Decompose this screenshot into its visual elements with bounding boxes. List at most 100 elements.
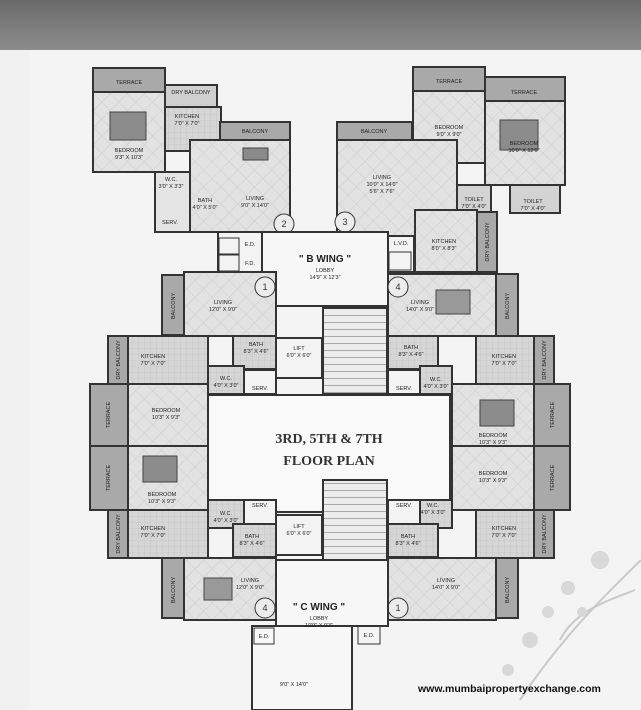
label-serv: SERV. [252,503,268,509]
c-wing-lobby-dim: 10'9" X 9'3" [305,623,333,629]
label-balcony: BALCONY [242,129,269,135]
label-balcony: BALCONY [171,293,177,320]
b-wing-name: " B WING " [299,254,352,265]
bed-icon [109,111,147,141]
dim-entrance: 9'0" X 14'0" [280,682,308,688]
rug-icon [203,577,233,601]
label-terrace: TERRACE [106,402,112,429]
label-balcony: BALCONY [505,577,511,604]
dim-bath: 8'3" X 4'6" [244,349,269,355]
label-living: LIVING [437,578,455,584]
label-terrace: TERRACE [436,79,463,85]
label-wc: W.C. [220,376,232,382]
label-bath: BATH [404,345,418,351]
flat-right-1 [387,445,571,621]
label-bedroom: BEDROOM [115,148,144,154]
label-bedroom: BEDROOM [435,125,464,131]
label-bedroom: BEDROOM [479,433,508,439]
label-terrace: TERRACE [116,80,143,86]
flat-number-4: 4 [395,282,400,292]
label-ed: E.D. [259,634,270,640]
dim-wc: 3'0" X 3'3" [159,184,184,190]
dim-kitchen: 7'0" X 7'0" [492,533,517,539]
label-balcony: BALCONY [361,129,388,135]
label-living: LIVING [246,196,264,202]
label-bath: BATH [245,534,259,540]
c-wing-lobby [275,559,389,627]
dim-wc: 4'0" X 3'0" [424,384,449,390]
label-dry-balcony: DRY BALCONY [171,90,211,96]
dim-wc: 4'0" X 3'0" [214,518,239,524]
plan-title-line1: 3RD, 5TH & 7TH [275,432,382,447]
label-bedroom: BEDROOM [479,471,508,477]
label-terrace: TERRACE [511,90,538,96]
label-terrace: TERRACE [550,465,556,492]
label-bath: BATH [249,342,263,348]
dim-living-alt: 5'6" X 7'6" [370,189,395,195]
dim-living: 14'0" X 9'0" [432,585,460,591]
label-lift: LIFT [293,346,305,352]
dim-living: 12'0" X 9'0" [209,307,237,313]
dim-bedroom: 10'3" X 9'3" [479,440,507,446]
dim-lift: 6'0" X 6'0" [287,531,312,537]
b-wing-lobby [261,231,389,307]
label-kitchen: KITCHEN [141,354,165,360]
label-terrace: TERRACE [106,465,112,492]
flat-b3 [336,66,566,273]
dim-kitchen: 7'0" X 7'0" [141,533,166,539]
label-lift: LIFT [293,524,305,530]
dim-kitchen: 7'0" X 7'0" [492,361,517,367]
label-living: LIVING [241,578,259,584]
label-bedroom: BEDROOM [148,492,177,498]
dim-bath: 4'0" X 5'0" [193,205,218,211]
label-terrace: TERRACE [550,402,556,429]
dim-toilet: 7'0" X 4'0" [462,204,487,210]
flat-right-4 [387,273,571,447]
dim-bedroom: 10'3" X 9'3" [152,415,180,421]
flat-number-1: 1 [395,603,400,613]
dim-kitchen: 7'0" X 7'0" [141,361,166,367]
label-bedroom: BEDROOM [510,141,539,147]
dim-toilet: 7'0" X 4'0" [521,206,546,212]
c-wing-name: " C WING " [293,602,346,613]
label-balcony: BALCONY [505,293,511,320]
website-watermark: www.mumbaipropertyexchange.com [418,683,601,695]
door-swing-r4 [387,276,409,298]
door-swing-l1 [254,276,276,298]
dim-bath: 8'3" X 4'6" [396,541,421,547]
label-kitchen: KITCHEN [175,114,199,120]
label-ed: E.D. [245,242,256,248]
dim-bedroom: 9'3" X 10'3" [115,155,143,161]
flat-number-4: 4 [262,603,267,613]
flat-b2 [92,67,291,273]
dim-bath: 8'3" X 4'6" [399,352,424,358]
flat-number-1: 1 [262,282,267,292]
dim-living: 10'0" X 14'0" [366,182,397,188]
dim-bedroom: 9'0" X 9'0" [437,132,462,138]
dim-lift: 6'0" X 6'0" [287,353,312,359]
dim-living: 14'0" X 9'0" [406,307,434,313]
b-wing-lobby-label: LOBBY [316,268,335,274]
flat-left-1 [89,271,277,447]
bed-icon [499,119,539,151]
bed-icon [479,399,515,427]
ed-shaft [357,625,381,645]
label-dry-balcony: DRY BALCONY [542,340,548,380]
sofa-icon [242,147,269,161]
label-serv: SERV. [162,220,178,226]
label-bath: BATH [401,534,415,540]
dim-bedroom: 10'0" X 12'6" [508,148,539,154]
bed-icon [142,455,178,483]
label-living: LIVING [373,175,391,181]
label-bath: BATH [198,198,212,204]
label-wc: W.C. [165,177,177,183]
dim-bedroom: 10'3" X 9'3" [479,478,507,484]
floral-ornament [502,551,641,701]
plan-title-line2: FLOOR PLAN [283,454,374,469]
dim-living: 9'0" X 14'0" [241,203,269,209]
label-kitchen: KITCHEN [492,526,516,532]
label-fd: F.D. [245,261,255,267]
label-ed: E.D. [364,633,375,639]
label-serv: SERV. [396,386,412,392]
